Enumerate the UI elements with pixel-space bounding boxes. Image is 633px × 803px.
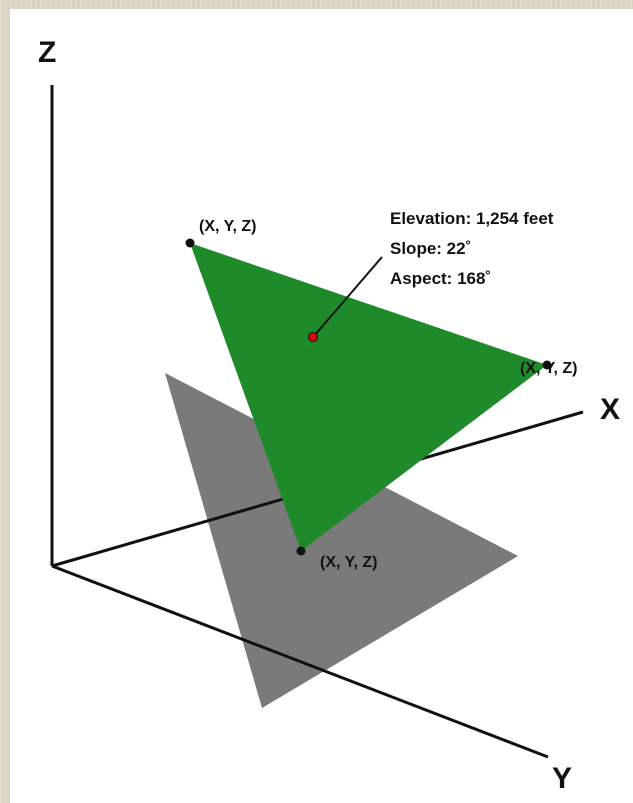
shadow-triangle [165, 373, 518, 708]
slope-label: Slope: 22˚ [390, 239, 471, 258]
vertex-label-right: (X, Y, Z) [520, 360, 578, 377]
vertex-label-top-left: (X, Y, Z) [199, 218, 257, 235]
vertex-point-bottom [296, 546, 306, 556]
vertex-point-right [542, 360, 552, 370]
z-axis-label: Z [38, 36, 56, 69]
aspect-label: Aspect: 168˚ [390, 269, 491, 288]
leader-line [313, 256, 383, 337]
centroid-point [308, 332, 318, 342]
vertex-label-bottom: (X, Y, Z) [320, 554, 378, 571]
y-axis-line [51, 564, 549, 759]
surface-triangle [190, 243, 547, 551]
y-axis-label: Y [552, 762, 572, 795]
vertex-point-top-left [185, 238, 195, 248]
x-axis-label: X [600, 393, 620, 426]
elevation-label: Elevation: 1,254 feet [390, 209, 554, 228]
